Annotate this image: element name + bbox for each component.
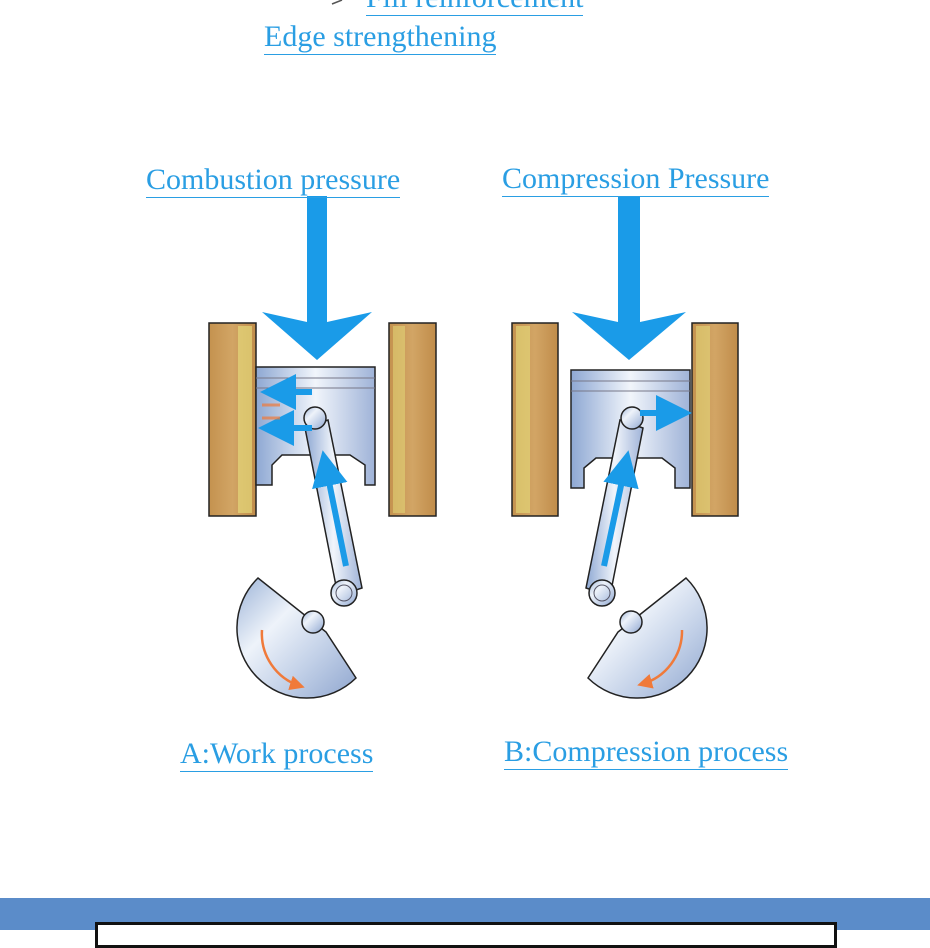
- leader-line: [331, 0, 343, 5]
- work-process-caption: A:Work process: [180, 737, 374, 772]
- combustion-pressure-arrow: [262, 196, 372, 360]
- bottom-banner-box: [95, 922, 837, 948]
- compression-process-caption: B:Compression process: [504, 735, 789, 770]
- edge-strengthening-label: Edge strengthening: [264, 20, 497, 55]
- crank-center-a: [301, 610, 325, 634]
- crank-pin-a: [330, 579, 358, 607]
- piston-pin-a: [303, 406, 327, 430]
- compression-pressure-label: Compression Pressure: [502, 162, 770, 197]
- crank-disc-b: [587, 577, 708, 699]
- crank-center-b: [619, 610, 643, 634]
- compression-pressure-arrow: [572, 196, 686, 360]
- crank-pin-b: [588, 579, 616, 607]
- panel-a-figure: [208, 196, 437, 699]
- panel-b-figure: [511, 196, 739, 699]
- fill-reinforcement-label: Fill reinforcement: [366, 0, 584, 16]
- piston-pin-b: [620, 406, 644, 430]
- crank-disc-a: [236, 577, 357, 699]
- combustion-pressure-label: Combustion pressure: [146, 163, 401, 198]
